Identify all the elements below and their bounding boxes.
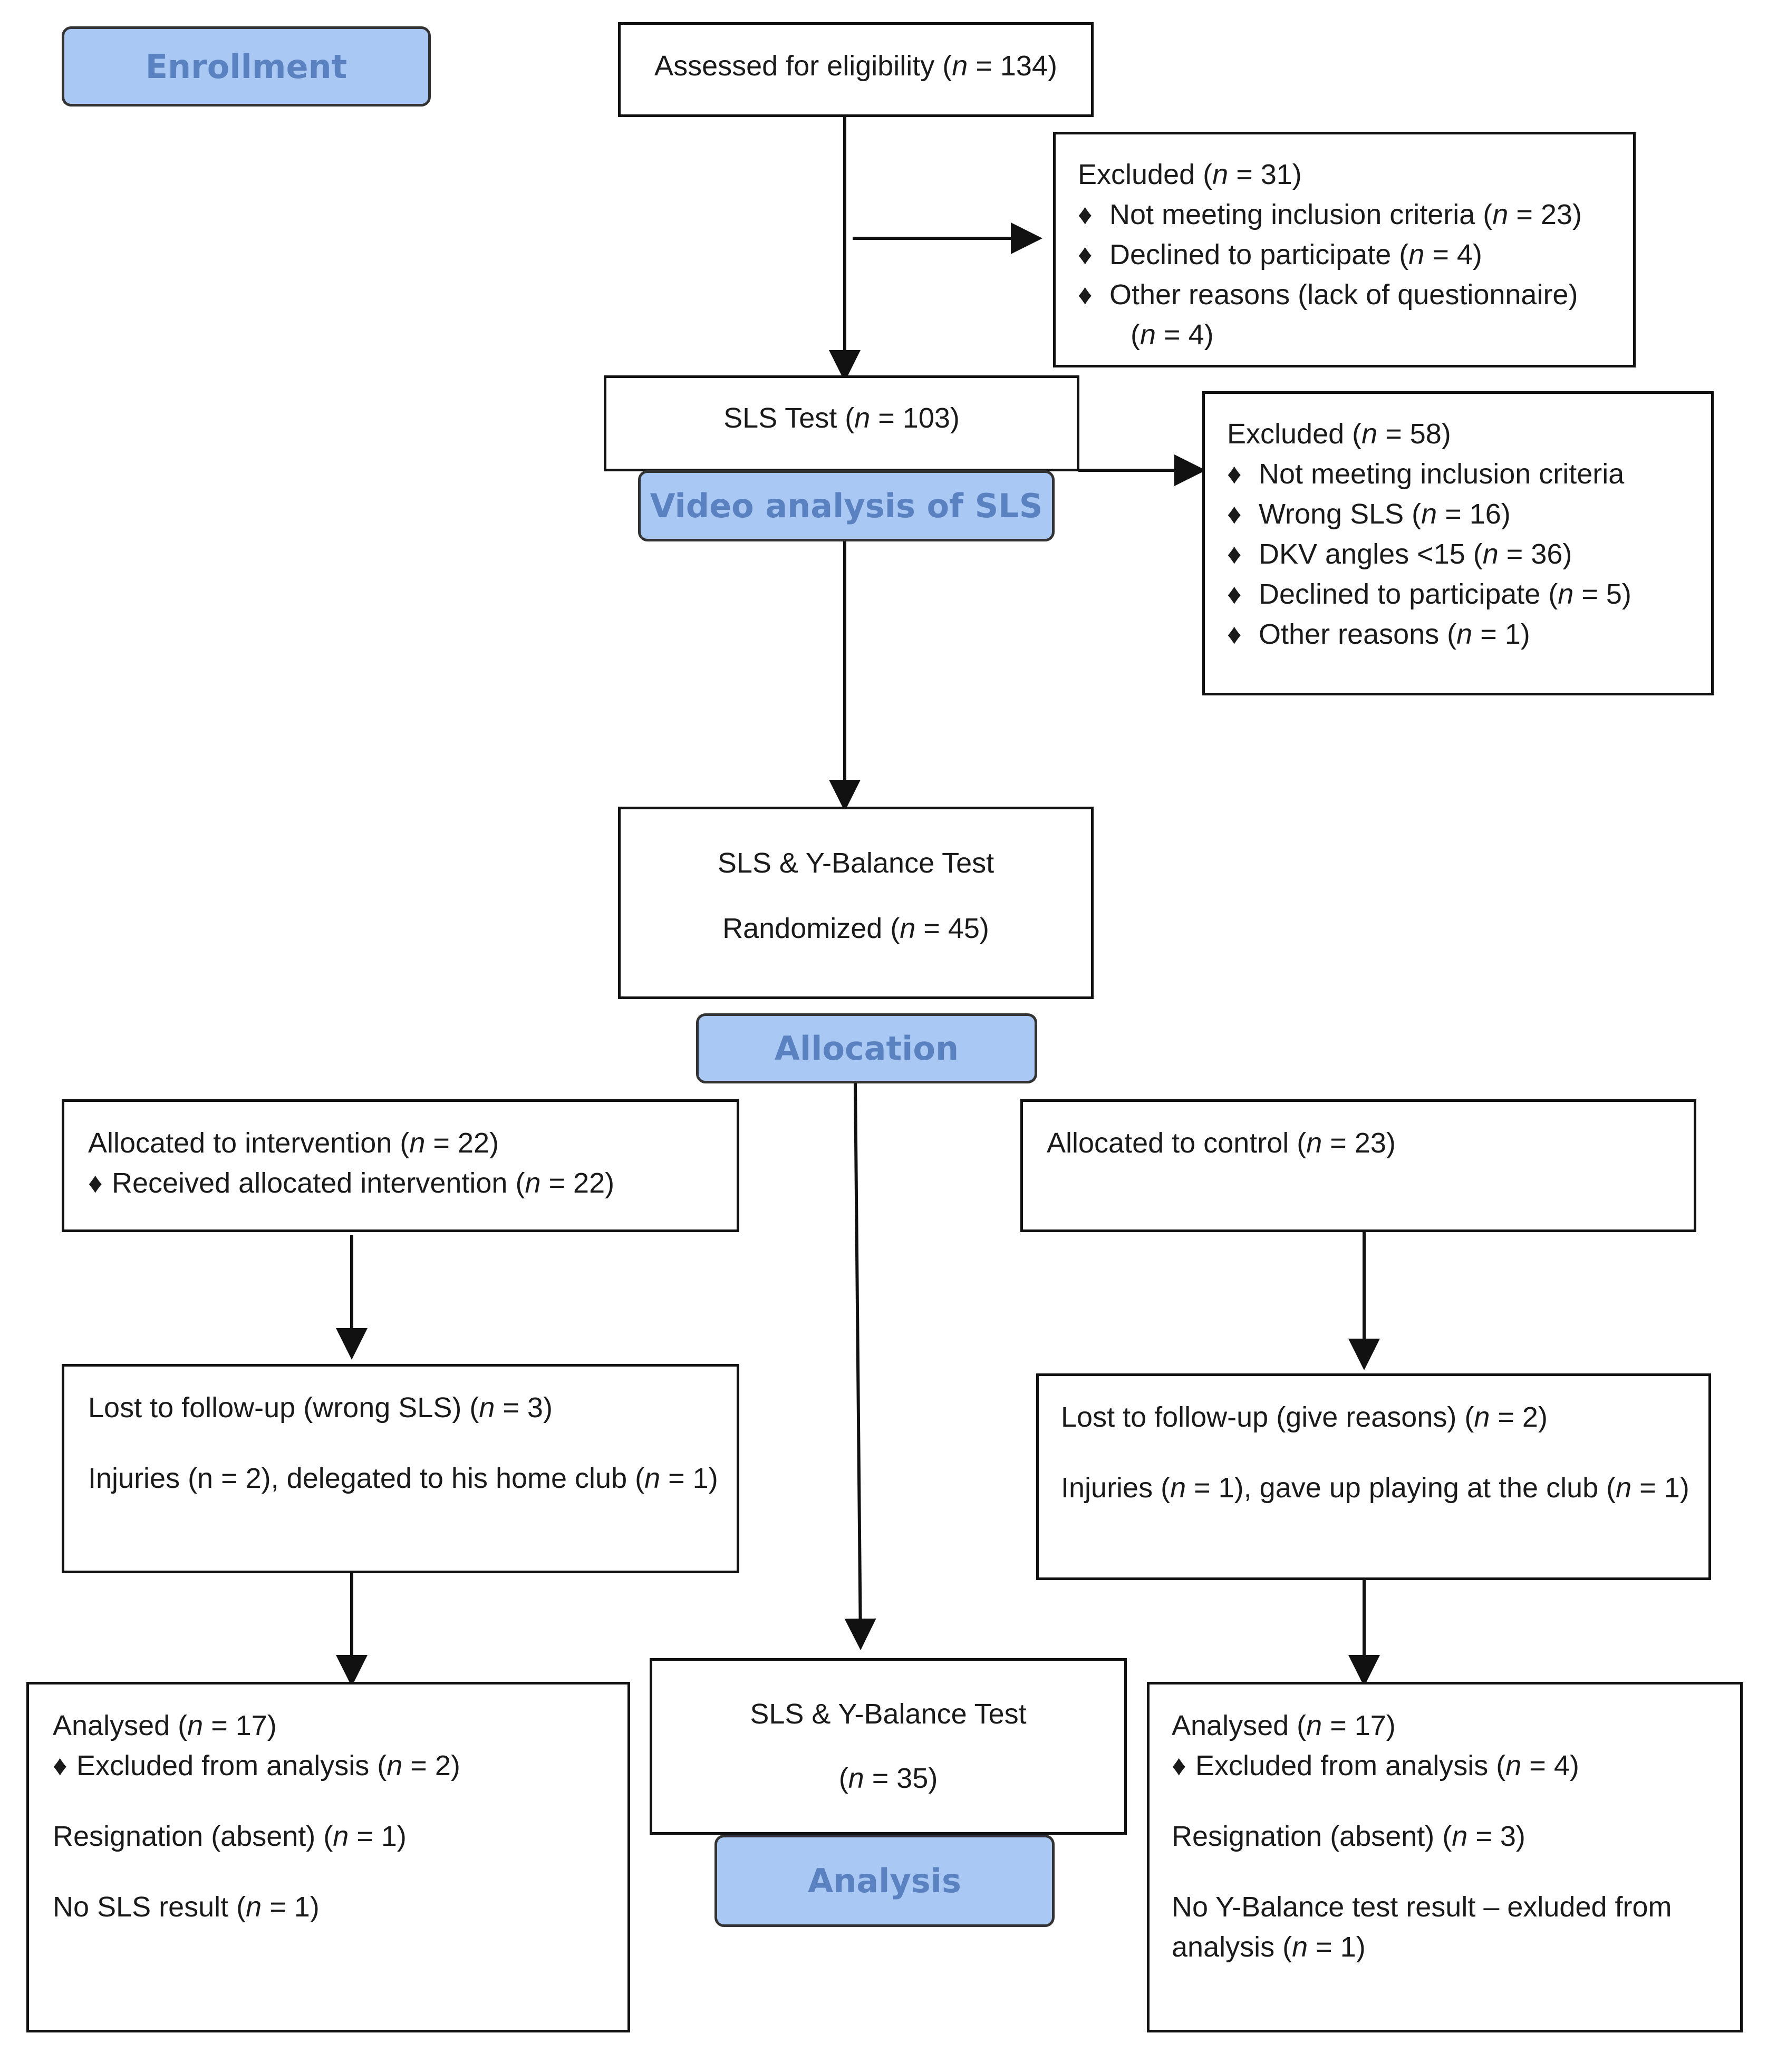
analysed-left-title: Analysed (n = 17) (53, 1710, 277, 1741)
excluded-box-2: Excluded (n = 58) ♦Not meeting inclusion… (1202, 391, 1714, 695)
excluded2-title: Excluded (n = 58) (1227, 418, 1451, 450)
lost-right-title: Lost to follow-up (give reasons) (n = 2) (1061, 1401, 1548, 1433)
excluded2-item: ♦Other reasons (n = 1) (1227, 618, 1530, 650)
sls-test-box: SLS Test (n = 103) (604, 375, 1079, 471)
excluded1-item: ♦Other reasons (lack of questionnaire) (1078, 279, 1578, 311)
analysed-left-no-sls: No SLS result (n = 1) (53, 1891, 320, 1923)
randomized-line2: Randomized (n = 45) (722, 913, 989, 944)
analysed-right-resignation: Resignation (absent) (n = 3) (1172, 1821, 1525, 1852)
analysed-left-item: ♦Excluded from analysis (n = 2) (53, 1750, 460, 1781)
excluded2-item: ♦Not meeting inclusion criteria (1227, 458, 1625, 490)
final-test-box: SLS & Y-Balance Test (n = 35) (650, 1658, 1127, 1835)
analysed-right-box: Analysed (n = 17) ♦Excluded from analysi… (1147, 1682, 1743, 2032)
lost-followup-right-box: Lost to follow-up (give reasons) (n = 2)… (1036, 1373, 1711, 1580)
stage-analysis: Analysis (714, 1835, 1055, 1927)
randomized-box: SLS & Y-Balance Test Randomized (n = 45) (618, 807, 1094, 999)
analysed-right-no-ybalance: No Y-Balance test result – exluded from … (1172, 1891, 1672, 1963)
control-box: Allocated to control (n = 23) (1020, 1099, 1696, 1232)
stage-enrollment: Enrollment (62, 26, 431, 106)
assessed-text: Assessed for eligibility (n = 134) (654, 50, 1057, 82)
excluded1-item: ♦Not meeting inclusion criteria (n = 23) (1078, 199, 1582, 230)
final-test-line1: SLS & Y-Balance Test (750, 1698, 1027, 1730)
excluded1-item: ♦Declined to participate (n = 4) (1078, 239, 1482, 270)
excluded1-item-cont: (n = 4) (1131, 319, 1214, 351)
lost-left-detail: Injuries (n = 2), delegated to his home … (88, 1463, 718, 1494)
excluded2-item: ♦Wrong SLS (n = 16) (1227, 498, 1511, 530)
intervention-box: Allocated to intervention (n = 22) ♦Rece… (62, 1099, 739, 1232)
intervention-item: ♦Received allocated intervention (n = 22… (88, 1167, 615, 1199)
assessed-box: Assessed for eligibility (n = 134) (618, 22, 1094, 117)
intervention-title: Allocated to intervention (n = 22) (88, 1127, 499, 1159)
excluded2-item: ♦Declined to participate (n = 5) (1227, 578, 1631, 610)
arrow-allocation-to-final (844, 1083, 876, 1650)
analysed-left-resignation: Resignation (absent) (n = 1) (53, 1821, 407, 1852)
lost-right-detail: Injuries (n = 1), gave up playing at the… (1061, 1472, 1689, 1504)
sls-test-text: SLS Test (n = 103) (723, 402, 960, 434)
excluded-box-1: Excluded (n = 31) ♦Not meeting inclusion… (1053, 132, 1636, 367)
stage-video-analysis: Video analysis of SLS (638, 470, 1055, 541)
final-test-line2: (n = 35) (838, 1763, 938, 1794)
lost-followup-left-box: Lost to follow-up (wrong SLS) (n = 3) In… (62, 1364, 739, 1573)
analysed-right-title: Analysed (n = 17) (1172, 1710, 1396, 1741)
stage-allocation: Allocation (696, 1013, 1037, 1083)
analysed-right-item: ♦Excluded from analysis (n = 4) (1172, 1750, 1579, 1781)
excluded2-item: ♦DKV angles <15 (n = 36) (1227, 538, 1572, 570)
lost-left-title: Lost to follow-up (wrong SLS) (n = 3) (88, 1392, 553, 1424)
analysed-left-box: Analysed (n = 17) ♦Excluded from analysi… (26, 1682, 630, 2032)
randomized-line1: SLS & Y-Balance Test (717, 847, 994, 879)
excluded1-title: Excluded (n = 31) (1078, 159, 1302, 190)
control-title: Allocated to control (n = 23) (1047, 1127, 1396, 1159)
